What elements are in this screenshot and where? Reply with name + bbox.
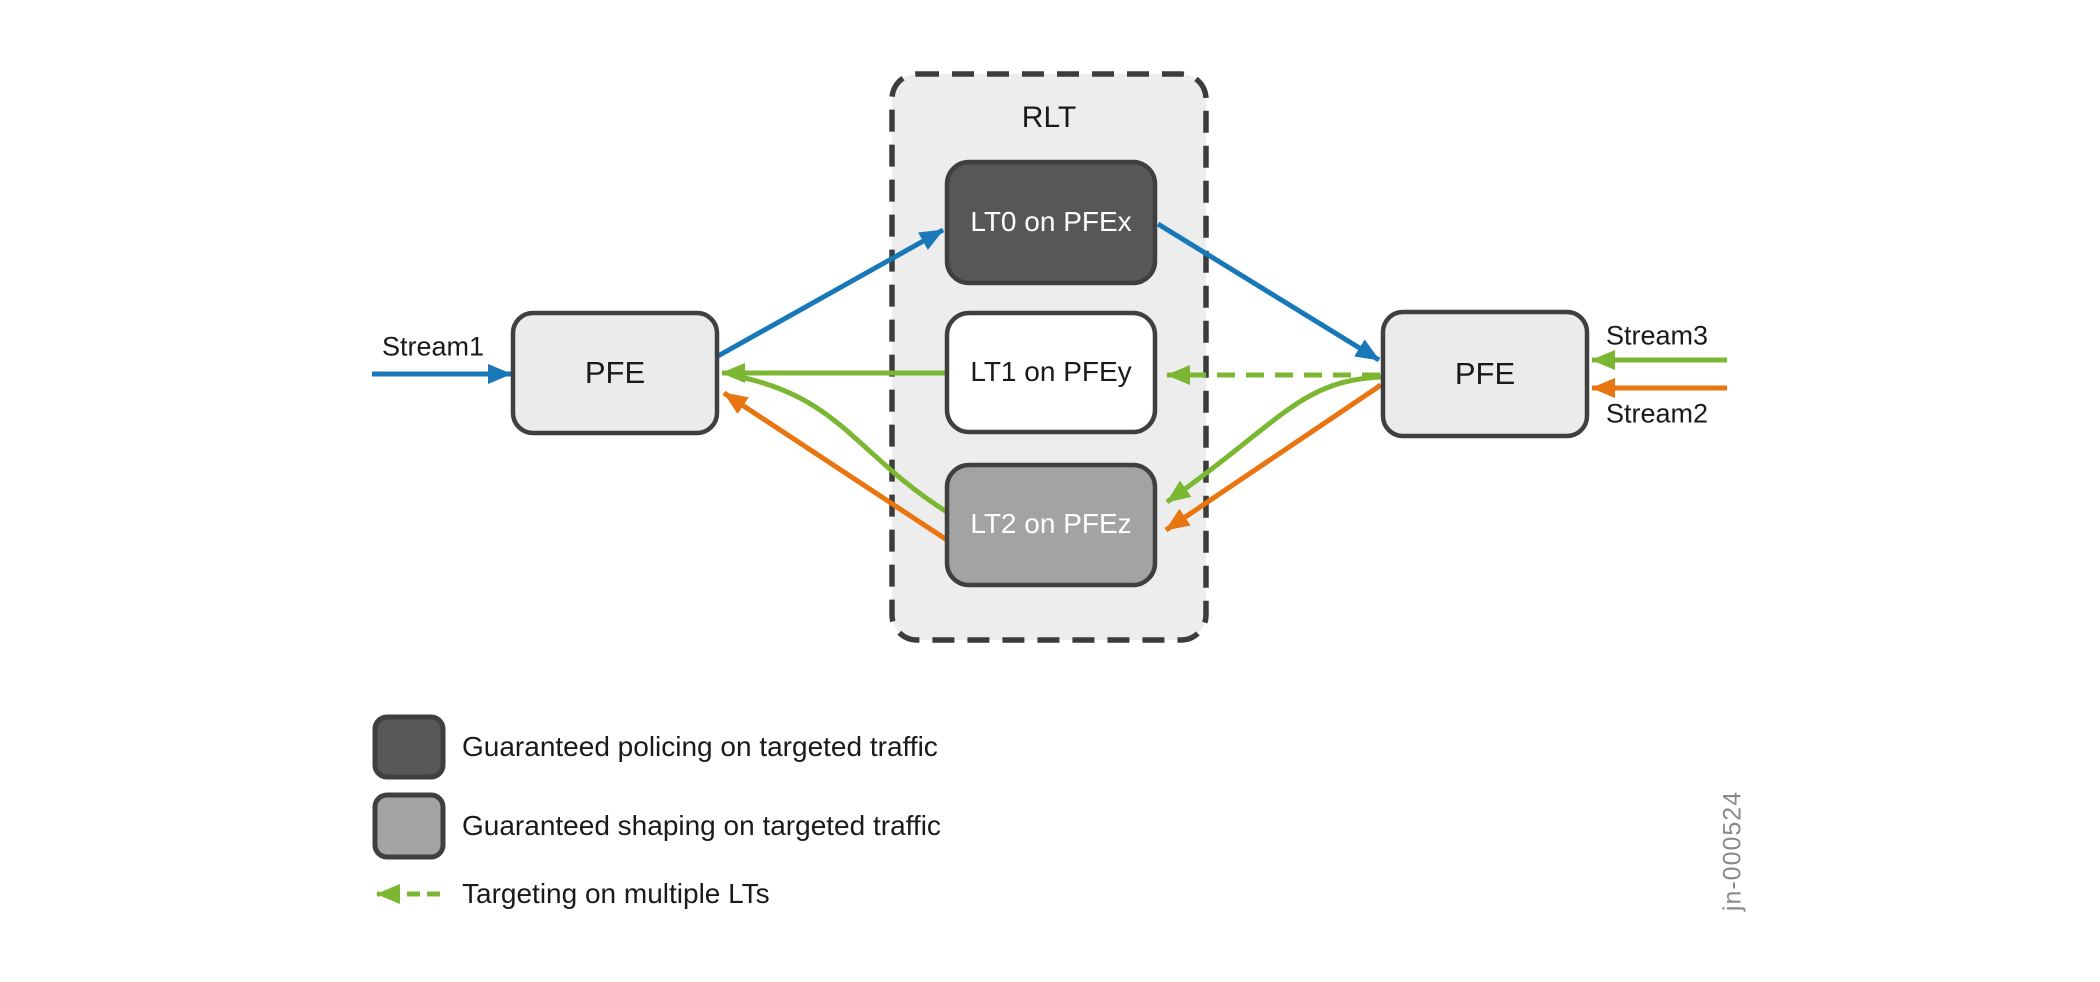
figure-id-label: jn-000524 xyxy=(1718,790,1747,912)
pfe-right-to-lt2-orange-arrow xyxy=(1164,382,1383,533)
stream1-label: Stream1 xyxy=(381,331,485,362)
lt0-to-pfe-right-arrow xyxy=(1156,221,1381,363)
lt1-label: LT1 on PFEy xyxy=(970,356,1132,387)
legend-policing-swatch xyxy=(372,714,446,780)
legend-policing-label: Guaranteed policing on targeted traffic xyxy=(462,731,938,762)
legend-shaping-label: Guaranteed shaping on targeted traffic xyxy=(462,810,941,841)
pfe-right-label: PFE xyxy=(1454,356,1516,391)
stream3-label: Stream3 xyxy=(1605,320,1709,351)
lt2-label: LT2 on PFEz xyxy=(970,508,1132,539)
pfe-right-box xyxy=(1380,309,1590,439)
lt1-box xyxy=(944,310,1158,435)
lt0-box xyxy=(944,159,1158,286)
pfe-left-box xyxy=(510,310,720,436)
legend-targeting-label: Targeting on multiple LTs xyxy=(462,878,770,909)
pfe-left-to-lt0-arrow xyxy=(716,227,945,359)
rlt-label: RLT xyxy=(1021,101,1077,134)
stream2-label: Stream2 xyxy=(1605,398,1709,429)
lt2-box xyxy=(944,462,1158,588)
lt0-label: LT0 on PFEx xyxy=(970,206,1132,237)
lt2-to-pfe-left-curve xyxy=(739,374,949,515)
pfe-left-label: PFE xyxy=(584,355,646,390)
legend-shaping-swatch xyxy=(372,792,446,860)
pfe-right-to-lt2-curve-arrow xyxy=(1165,374,1382,505)
lt2-to-pfe-left-orange-arrow xyxy=(722,390,949,543)
